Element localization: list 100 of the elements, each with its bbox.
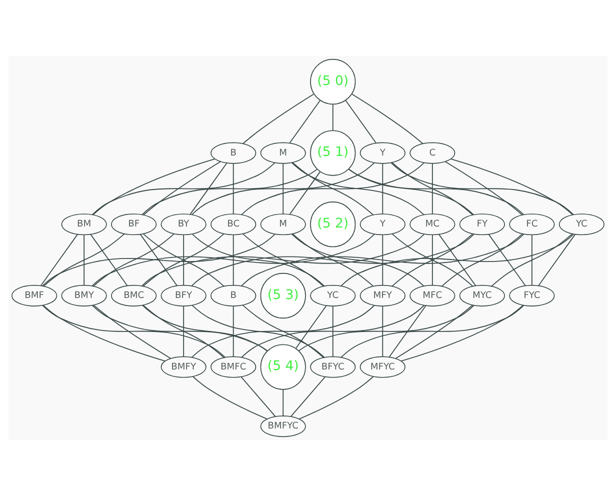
- connector: [340, 304, 524, 358]
- node-ellipse: BMFYC: [260, 415, 306, 437]
- connector: [92, 233, 375, 286]
- node-ellipse: BMFC: [210, 356, 256, 378]
- connector: [382, 305, 384, 357]
- node-ellipse: FYC: [509, 284, 555, 306]
- connector: [42, 304, 226, 358]
- connector: [241, 304, 425, 358]
- connector: [292, 232, 374, 286]
- node-ellipse: C: [410, 142, 456, 164]
- connector: [232, 162, 234, 214]
- node-ellipse: BM: [61, 213, 107, 235]
- connector: [84, 234, 85, 286]
- node-ellipse: Y: [360, 213, 406, 235]
- connector: [450, 158, 574, 215]
- connector: [395, 304, 473, 358]
- connector: [241, 233, 524, 286]
- connector: [390, 162, 574, 215]
- node-circle: (5 4): [260, 344, 306, 390]
- connector: [92, 304, 268, 351]
- connector: [351, 93, 424, 144]
- node-ellipse: BMFY: [160, 356, 206, 378]
- node-ellipse: BFYC: [310, 356, 356, 378]
- connector: [191, 233, 474, 286]
- node-ellipse: BMF: [12, 284, 58, 306]
- connector: [388, 304, 426, 358]
- connector: [289, 170, 321, 214]
- connector: [488, 233, 526, 286]
- connector: [432, 234, 433, 286]
- node-circle: (5 2): [310, 201, 356, 247]
- connector: [392, 232, 474, 286]
- connector: [90, 233, 128, 286]
- connector: [241, 162, 425, 215]
- connector: [93, 304, 172, 358]
- connector: [142, 232, 224, 286]
- connector: [298, 376, 374, 419]
- connector: [348, 168, 524, 215]
- connector: [192, 233, 325, 286]
- connector: [190, 162, 228, 214]
- node-ellipse: M: [260, 213, 306, 235]
- connector: [143, 160, 221, 215]
- connector: [432, 162, 433, 214]
- connector: [192, 304, 325, 358]
- connector: [291, 233, 424, 286]
- node-ellipse: B: [210, 284, 256, 306]
- node-ellipse: MFY: [360, 284, 406, 306]
- connector: [382, 234, 384, 286]
- connector: [40, 233, 78, 286]
- node-ellipse: BY: [160, 213, 206, 235]
- connector: [43, 232, 125, 286]
- connector: [340, 233, 574, 286]
- connector: [400, 304, 524, 362]
- connector: [345, 100, 376, 143]
- connector: [282, 162, 284, 214]
- connector: [142, 304, 268, 352]
- connector: [142, 168, 318, 215]
- connector: [142, 304, 224, 358]
- connector: [93, 232, 175, 286]
- connector: [538, 233, 576, 286]
- connector: [191, 304, 375, 358]
- connector: [295, 304, 327, 348]
- connector: [291, 162, 424, 215]
- connector: [183, 305, 184, 357]
- connector: [444, 160, 523, 215]
- connector: [42, 304, 166, 362]
- node-ellipse: B: [210, 142, 256, 164]
- node-ellipse: FY: [459, 213, 505, 235]
- connector: [232, 305, 234, 357]
- connector: [348, 168, 474, 215]
- connector: [441, 232, 523, 286]
- node-ellipse: FC: [509, 213, 555, 235]
- connector: [382, 162, 384, 214]
- connector: [92, 158, 216, 215]
- node-ellipse: BFY: [160, 284, 206, 306]
- connector: [491, 232, 573, 286]
- connector: [392, 162, 474, 215]
- node-ellipse: Y: [360, 142, 406, 164]
- node-ellipse: YC: [310, 284, 356, 306]
- connector: [142, 233, 425, 286]
- connector: [232, 234, 234, 286]
- node-circle: (5 3): [260, 272, 306, 318]
- node-ellipse: YC: [558, 213, 604, 235]
- connector: [140, 233, 178, 286]
- node-ellipse: BMC: [111, 284, 157, 306]
- connector: [298, 304, 474, 351]
- node-circle: (5 0): [310, 58, 356, 104]
- connector: [192, 376, 268, 419]
- connector: [438, 233, 476, 286]
- node-ellipse: MFYC: [360, 356, 406, 378]
- node-ellipse: BF: [111, 213, 157, 235]
- connector: [183, 234, 184, 286]
- connector: [332, 103, 334, 131]
- node-ellipse: MFC: [410, 284, 456, 306]
- node-ellipse: MYC: [459, 284, 505, 306]
- connector: [242, 232, 324, 286]
- connector: [531, 234, 532, 286]
- connector: [242, 93, 314, 144]
- connector: [240, 376, 276, 416]
- node-ellipse: BMY: [61, 284, 107, 306]
- connector: [282, 388, 284, 416]
